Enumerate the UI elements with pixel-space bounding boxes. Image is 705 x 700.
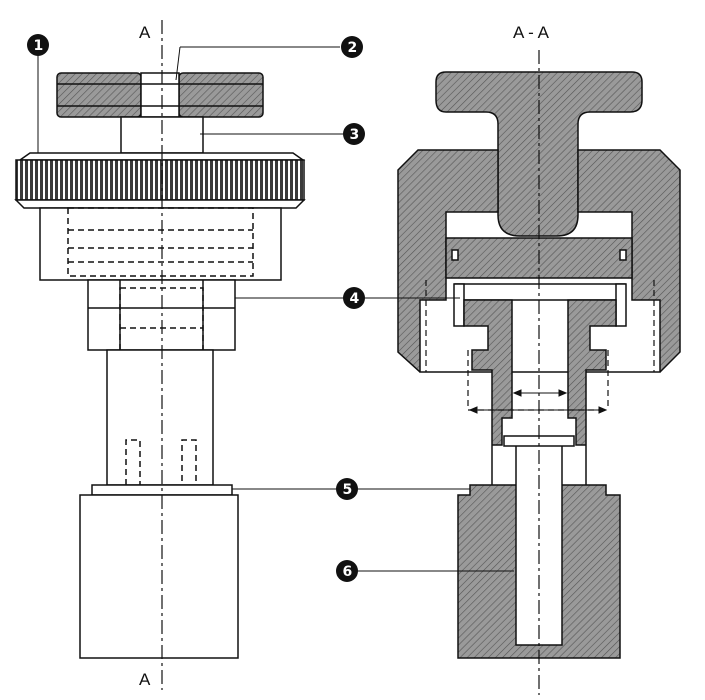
- callout-4: 4: [343, 287, 365, 309]
- svg-text:4: 4: [350, 291, 360, 307]
- svg-text:6: 6: [343, 564, 353, 580]
- section-dimensions: [468, 389, 608, 414]
- knurled-cap: [15, 159, 305, 201]
- callout-1: 1: [27, 34, 49, 56]
- svg-text:5: 5: [343, 482, 353, 498]
- svg-text:3: 3: [350, 127, 360, 143]
- leader-lines: [37, 46, 514, 572]
- cap-housing: [397, 149, 681, 373]
- handle-knob-left: [56, 72, 142, 118]
- callout-6: 6: [336, 560, 358, 582]
- inner-body: [457, 299, 621, 659]
- callout-5: 5: [336, 478, 358, 500]
- section-label-bottom: A: [139, 670, 151, 689]
- callout-2: 2: [341, 36, 363, 58]
- section-label-top: A: [139, 23, 151, 42]
- seal-ring: [454, 283, 626, 301]
- section-title: A - A: [513, 23, 550, 42]
- left-exterior-view: [14, 72, 306, 659]
- callout-3: 3: [343, 123, 365, 145]
- base-block: [79, 494, 239, 659]
- cap-body: [39, 207, 282, 281]
- handle-knob-center: [140, 72, 180, 118]
- svg-text:2: 2: [348, 40, 358, 56]
- body-shaft: [106, 349, 214, 486]
- handle-knob-right: [178, 72, 264, 118]
- svg-text:1: 1: [34, 38, 44, 54]
- section-view: [397, 71, 681, 659]
